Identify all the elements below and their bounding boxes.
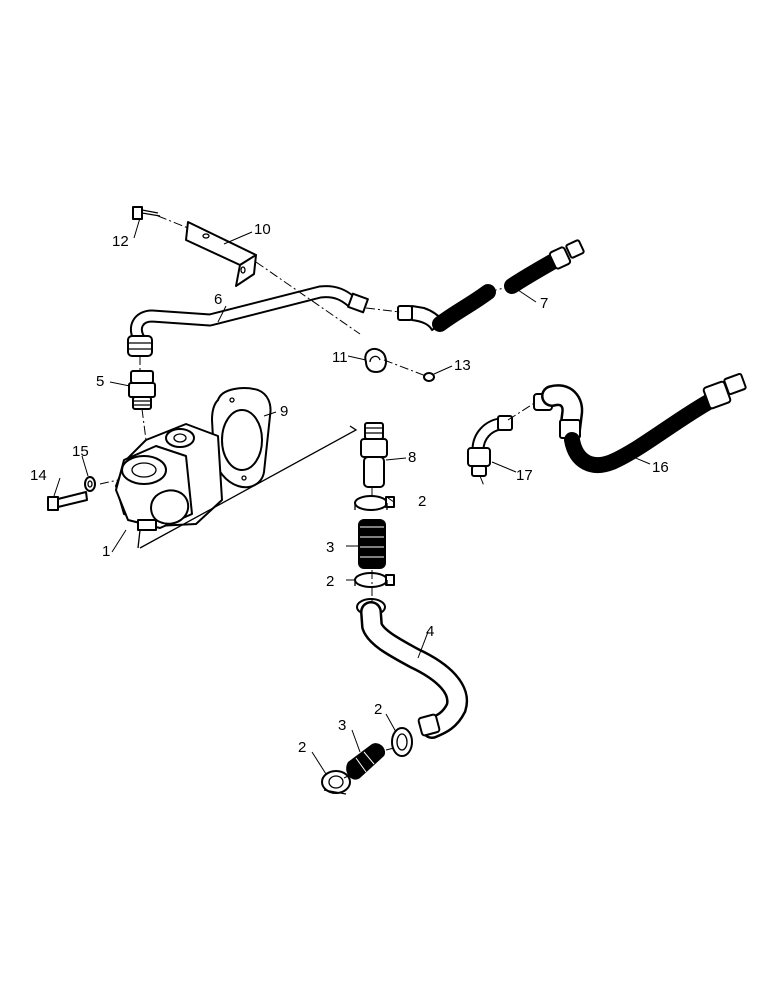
hose-clamp-part-2-lower-left xyxy=(321,770,351,795)
callout-14: 14 xyxy=(30,467,47,484)
adapter-part-5 xyxy=(128,370,156,410)
elbow-fitting-part-17 xyxy=(467,415,513,477)
hose-clamp-part-2-middle xyxy=(354,572,395,588)
leader-lines xyxy=(53,217,651,775)
callout-3-lower: 3 xyxy=(338,717,346,734)
callout-4: 4 xyxy=(426,623,434,640)
callout-3-upper: 3 xyxy=(326,539,334,556)
callout-11: 11 xyxy=(332,349,348,366)
gasket-part-9 xyxy=(211,387,272,489)
hose-clamp-part-2-upper xyxy=(354,495,395,511)
callout-10: 10 xyxy=(254,221,271,238)
callout-2-lower-right: 2 xyxy=(374,701,382,718)
callout-1: 1 xyxy=(102,543,110,560)
callout-15: 15 xyxy=(72,443,89,460)
hose-clamp-part-2-lower-right xyxy=(391,727,413,757)
bolt-part-12 xyxy=(132,206,161,220)
suction-tube-part-4 xyxy=(356,598,469,739)
hose-part-7 xyxy=(397,239,585,332)
fitting-part-8 xyxy=(360,422,388,488)
callout-13: 13 xyxy=(454,357,471,374)
hose-part-16 xyxy=(533,372,747,473)
callout-2-lower-left: 2 xyxy=(298,739,306,756)
hose-part-3-upper xyxy=(358,519,386,569)
callout-2-middle: 2 xyxy=(326,573,334,590)
clip-part-11 xyxy=(364,347,387,373)
callout-numbers: 12 10 6 7 11 13 5 9 8 15 14 1 2 3 2 4 2 … xyxy=(30,221,669,756)
callout-5: 5 xyxy=(96,373,104,390)
nut-part-13 xyxy=(423,372,435,382)
callout-2-upper: 2 xyxy=(418,493,426,510)
callout-8: 8 xyxy=(408,449,416,466)
callout-7: 7 xyxy=(540,295,548,312)
callout-6: 6 xyxy=(214,291,222,308)
hose-part-3-lower xyxy=(346,743,386,780)
pump-part-1 xyxy=(115,423,358,549)
bolt-part-14 xyxy=(47,491,88,511)
bracket-part-10 xyxy=(185,221,257,287)
callout-16: 16 xyxy=(652,459,669,476)
callout-12: 12 xyxy=(112,233,129,250)
pressure-tube-part-6 xyxy=(127,285,369,357)
alignment-lines xyxy=(99,215,537,779)
callout-9: 9 xyxy=(280,403,288,420)
washer-part-15 xyxy=(84,476,96,492)
callout-17: 17 xyxy=(516,467,533,484)
